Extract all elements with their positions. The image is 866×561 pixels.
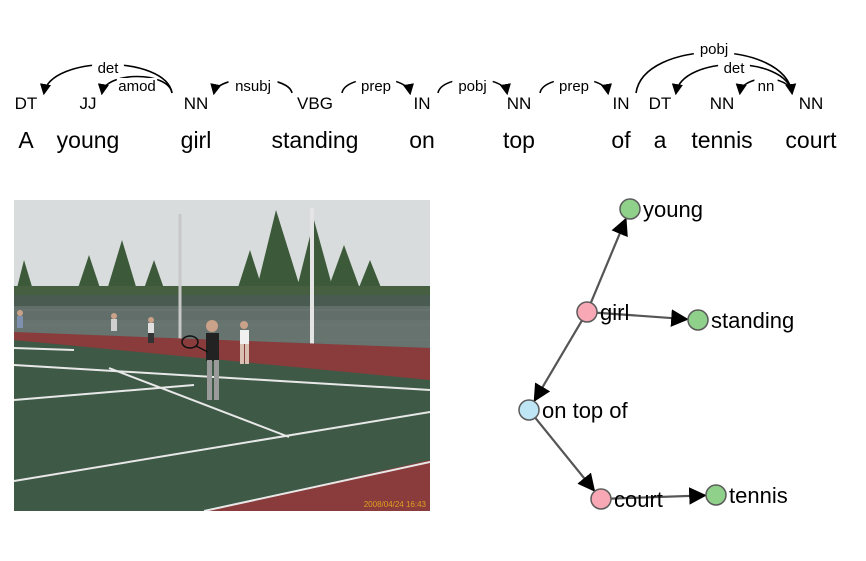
arc-label: nn xyxy=(758,78,775,95)
arc-label: prep xyxy=(361,78,391,95)
graph-edge xyxy=(533,320,583,403)
player-figure xyxy=(148,317,154,343)
pos-tag: DT xyxy=(15,94,38,113)
arc-label-bg xyxy=(355,78,397,94)
graph-node-label: girl xyxy=(600,300,629,325)
token-word: tennis xyxy=(691,127,752,153)
arc-label-bg xyxy=(553,78,595,94)
pos-tag: VBG xyxy=(297,94,333,113)
arc-label-bg xyxy=(754,78,778,94)
graph-node-tennis xyxy=(705,484,727,506)
arc-label: det xyxy=(724,60,746,77)
player-figure xyxy=(17,310,23,328)
graph-node-label: tennis xyxy=(729,483,788,508)
arc-label: pobj xyxy=(458,78,486,95)
arc-label: prep xyxy=(559,78,589,95)
graph-edge xyxy=(534,417,596,492)
graph-node-label: standing xyxy=(711,308,794,333)
arc-label-bg xyxy=(693,41,735,57)
graph-node-young xyxy=(619,198,641,220)
arc-label: amod xyxy=(118,78,156,95)
arc-label: det xyxy=(98,60,120,77)
pos-tag: JJ xyxy=(80,94,97,113)
pos-tag: NN xyxy=(184,94,209,113)
photo-timestamp: 2008/04/24 16:43 xyxy=(364,500,427,509)
graph-node-girl xyxy=(576,301,598,323)
token-word: on xyxy=(409,127,435,153)
token-word: young xyxy=(57,127,120,153)
token-word: court xyxy=(785,127,837,153)
pos-tag: IN xyxy=(414,94,431,113)
token-word: girl xyxy=(181,127,212,153)
token-word: of xyxy=(611,127,631,153)
pos-tag: NN xyxy=(507,94,532,113)
graph-node-label: on top of xyxy=(542,398,629,423)
arc-label-bg xyxy=(116,78,158,94)
tennis-court-photo: 2008/04/24 16:43 xyxy=(14,200,430,511)
player-figure xyxy=(181,320,219,400)
arc-label: nsubj xyxy=(235,78,271,95)
token-word: A xyxy=(18,127,34,153)
arc-label-bg xyxy=(452,78,493,94)
pos-tag: DT xyxy=(649,94,672,113)
graph-node-label: young xyxy=(643,197,703,222)
graph-node-label: court xyxy=(614,487,663,512)
arc-label-bg xyxy=(228,78,278,94)
arc-label: pobj xyxy=(700,41,728,58)
token-word: standing xyxy=(272,127,359,153)
graph-edge xyxy=(596,309,689,327)
pos-tag: IN xyxy=(613,94,630,113)
graph-edge xyxy=(610,487,707,505)
pos-tag: NN xyxy=(710,94,735,113)
token-word: a xyxy=(654,127,667,153)
arc-label-bg xyxy=(718,60,750,76)
arc-label-bg xyxy=(92,60,124,76)
player-figure xyxy=(240,321,249,364)
pos-tag: NN xyxy=(799,94,824,113)
graph-node-standing xyxy=(687,309,709,331)
graph-node-ontopof xyxy=(518,399,540,421)
graph-edge xyxy=(589,217,628,304)
graph-node-court xyxy=(590,488,612,510)
dependency-arc xyxy=(97,75,173,96)
player-figure xyxy=(111,313,117,331)
token-word: top xyxy=(503,127,535,153)
